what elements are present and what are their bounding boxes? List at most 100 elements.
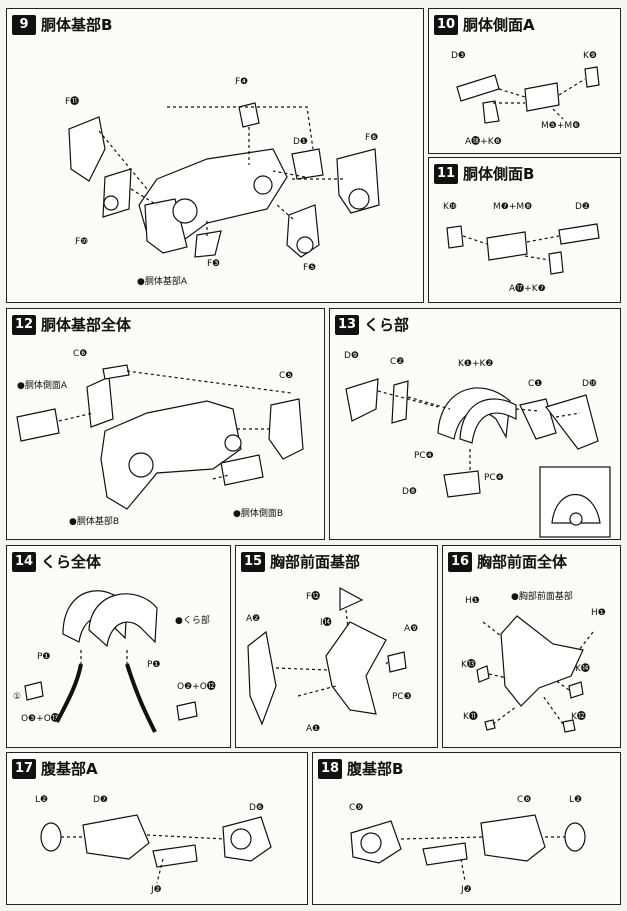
step-number: 13 [335, 314, 359, 335]
part-label: C❽ [517, 795, 532, 805]
part-label: F❻ [365, 133, 379, 143]
part-label: K❾ [583, 51, 597, 61]
part-label: ① [13, 692, 22, 702]
part-label: M❼+M❽ [493, 202, 533, 212]
part-label: P❶ [37, 652, 51, 662]
part-label: F⓫ [65, 97, 80, 107]
part-label: PC❹ [414, 451, 434, 461]
step-number: 12 [12, 314, 36, 335]
step-number: 9 [12, 14, 36, 35]
part-label: H❶ [591, 608, 606, 618]
part-label: A⓱+K❼ [509, 284, 546, 294]
step-9-diagram [68, 102, 380, 258]
step-12-title: 12 胴体基部全体 [12, 314, 131, 335]
part-label: ●くら部 [175, 616, 210, 626]
part-label: M❺+M❻ [541, 121, 581, 131]
step-15-panel: 15 胸部前面基部 F⓬ A❷ I⓮ A❾ PC❸ A❶ [235, 545, 438, 748]
part-label: PC❹ [484, 473, 504, 483]
part-label: D❻ [249, 803, 264, 813]
part-label: A⓲+K❽ [465, 137, 502, 147]
step-number: 10 [434, 14, 458, 35]
step-16-panel: 16 胸部前面全体 H❶ ●胸部前面基部 H❶ K⓭ K⓮ K⓫ K⓬ [442, 545, 621, 748]
step-title: 胴体側面A [463, 16, 535, 34]
step-number: 15 [241, 551, 265, 572]
step-12-panel: 12 胴体基部全体 C❻ C❺ ●胴体側面A ●胴体基部B ●胴体側面B [6, 308, 325, 540]
part-label: F❸ [207, 259, 221, 269]
part-label: A❷ [246, 614, 261, 624]
part-label: L❷ [35, 795, 49, 805]
step-14-diagram [24, 590, 198, 733]
part-label: C❶ [528, 379, 543, 389]
step-14-title: 14 くら全体 [12, 551, 101, 572]
part-label: F⓬ [306, 592, 321, 602]
step-number: 14 [12, 551, 36, 572]
part-label: F❺ [303, 263, 317, 273]
part-label: D❸ [451, 51, 466, 61]
part-label: ●胴体基部B [69, 517, 120, 527]
part-label: O❷+O⓬ [177, 682, 216, 692]
part-label: D❶ [293, 137, 308, 147]
step-number: 16 [448, 551, 472, 572]
step-17-diagram [40, 814, 272, 884]
part-label: K❿ [443, 202, 457, 212]
step-title: 胴体側面B [463, 165, 535, 183]
step-11-panel: 11 胴体側面B K❿ M❼+M❽ D❷ A⓱+K❼ [428, 157, 621, 303]
step-title: 胴体基部B [41, 16, 113, 34]
step-title: 胸部前面全体 [477, 553, 568, 571]
step-17-panel: 17 腹基部A L❷ D❼ D❻ J❷ [6, 752, 308, 905]
part-label: P❶ [147, 660, 161, 670]
step-15-title: 15 胸部前面基部 [241, 551, 360, 572]
step-11-title: 11 胴体側面B [434, 163, 534, 184]
step-11-diagram [446, 223, 600, 275]
step-13-diagram [345, 378, 611, 538]
step-number: 11 [434, 163, 458, 184]
part-label: ●胸部前面基部 [511, 592, 573, 602]
part-label: C❷ [390, 357, 405, 367]
part-label: D❿ [582, 379, 597, 389]
part-label: D❼ [93, 795, 108, 805]
part-label: C❺ [279, 371, 294, 381]
step-10-diagram [456, 66, 600, 124]
step-10-panel: 10 胴体側面A D❸ K❾ A⓲+K❽ M❺+M❻ [428, 8, 621, 154]
part-label: L❷ [569, 795, 583, 805]
part-label: D❾ [344, 351, 359, 361]
step-title: 腹基部B [347, 760, 404, 778]
part-label: PC❸ [392, 692, 412, 702]
step-13-panel: 13 くら部 D❾ C❷ K❶+K❷ C❶ D❿ PC❹ PC❹ D❽ [329, 308, 621, 540]
part-label: K⓬ [571, 712, 586, 722]
part-label: J❷ [151, 885, 162, 895]
step-title: 胸部前面基部 [270, 553, 361, 571]
part-label: F❿ [75, 237, 89, 247]
part-label: A❾ [404, 624, 419, 634]
step-13-title: 13 くら部 [335, 314, 409, 335]
part-label: D❷ [575, 202, 590, 212]
step-12-diagram [16, 364, 304, 510]
step-title: くら部 [364, 316, 410, 334]
step-title: 胴体基部全体 [41, 316, 132, 334]
part-label: D❽ [402, 487, 417, 497]
part-label: C❻ [73, 349, 88, 359]
part-label: K⓭ [461, 660, 476, 670]
step-number: 18 [318, 758, 342, 779]
part-label: A❶ [306, 724, 321, 734]
part-label: K⓫ [463, 712, 478, 722]
step-title: くら全体 [41, 553, 102, 571]
part-label: H❶ [465, 596, 480, 606]
step-title: 腹基部A [41, 760, 98, 778]
step-18-title: 18 腹基部B [318, 758, 403, 779]
part-label: I⓮ [320, 618, 332, 628]
step-17-title: 17 腹基部A [12, 758, 98, 779]
step-16-title: 16 胸部前面全体 [448, 551, 567, 572]
step-10-title: 10 胴体側面A [434, 14, 535, 35]
part-label: K❶+K❷ [458, 359, 494, 369]
part-label: ●胴体側面A [17, 381, 68, 391]
step-9-title: 9 胴体基部B [12, 14, 112, 35]
part-label: ●胴体側面B [233, 509, 284, 519]
part-label: K⓮ [575, 664, 590, 674]
step-number: 17 [12, 758, 36, 779]
step-15-diagram [247, 586, 407, 726]
